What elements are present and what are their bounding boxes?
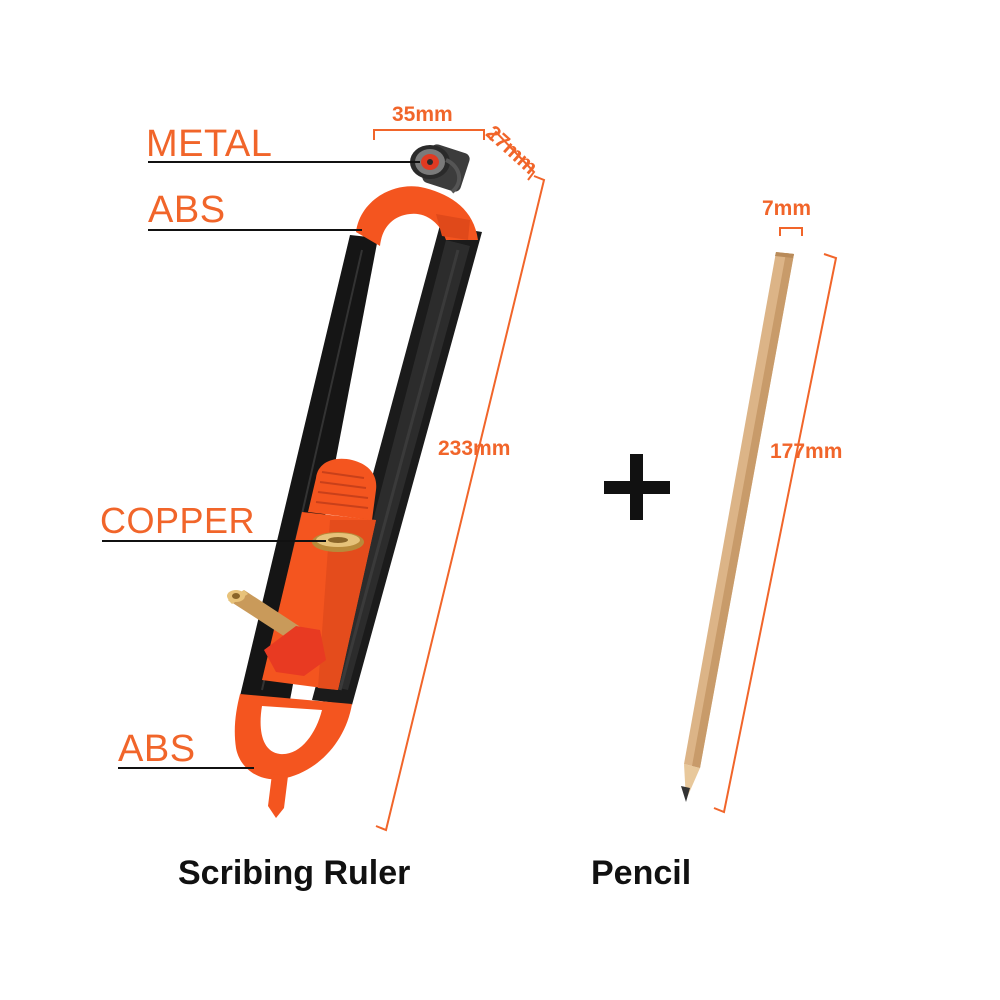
- metal-knob-icon: [410, 144, 470, 194]
- pencil-holder: [227, 590, 302, 640]
- caption-scribing-ruler: Scribing Ruler: [178, 854, 411, 892]
- material-label-abs-bottom: ABS: [118, 728, 196, 770]
- material-label-abs-top: ABS: [148, 189, 226, 231]
- ruler-top-cap-shade: [436, 214, 470, 240]
- pencil-illustration: [681, 252, 794, 802]
- pencil-diameter-bracket: [779, 227, 803, 236]
- dimension-label-length: 233mm: [438, 437, 511, 460]
- ruler-bottom-cap: [234, 694, 352, 780]
- material-label-metal: METAL: [146, 123, 273, 165]
- clamp-screw: [264, 626, 326, 676]
- material-label-copper: COPPER: [100, 500, 256, 541]
- width-dimension-bracket: [373, 129, 485, 140]
- dimension-label-pencil-length: 177mm: [770, 440, 843, 463]
- dimension-label-pencil-diameter: 7mm: [762, 197, 812, 220]
- caption-pencil: Pencil: [591, 854, 692, 892]
- copper-ring-icon: [312, 532, 364, 552]
- plus-icon: [604, 454, 670, 520]
- ruler-left-arm: [240, 235, 378, 700]
- ruler-arm-edge: [338, 249, 460, 691]
- depth-dimension-bracket: [489, 130, 536, 181]
- length-dimension-bracket: [375, 175, 546, 832]
- dimension-label-width: 35mm: [392, 103, 453, 126]
- ruler-scribe-tip: [268, 774, 288, 818]
- scribing-ruler-illustration: [227, 144, 482, 818]
- pencil-length-bracket: [713, 253, 838, 814]
